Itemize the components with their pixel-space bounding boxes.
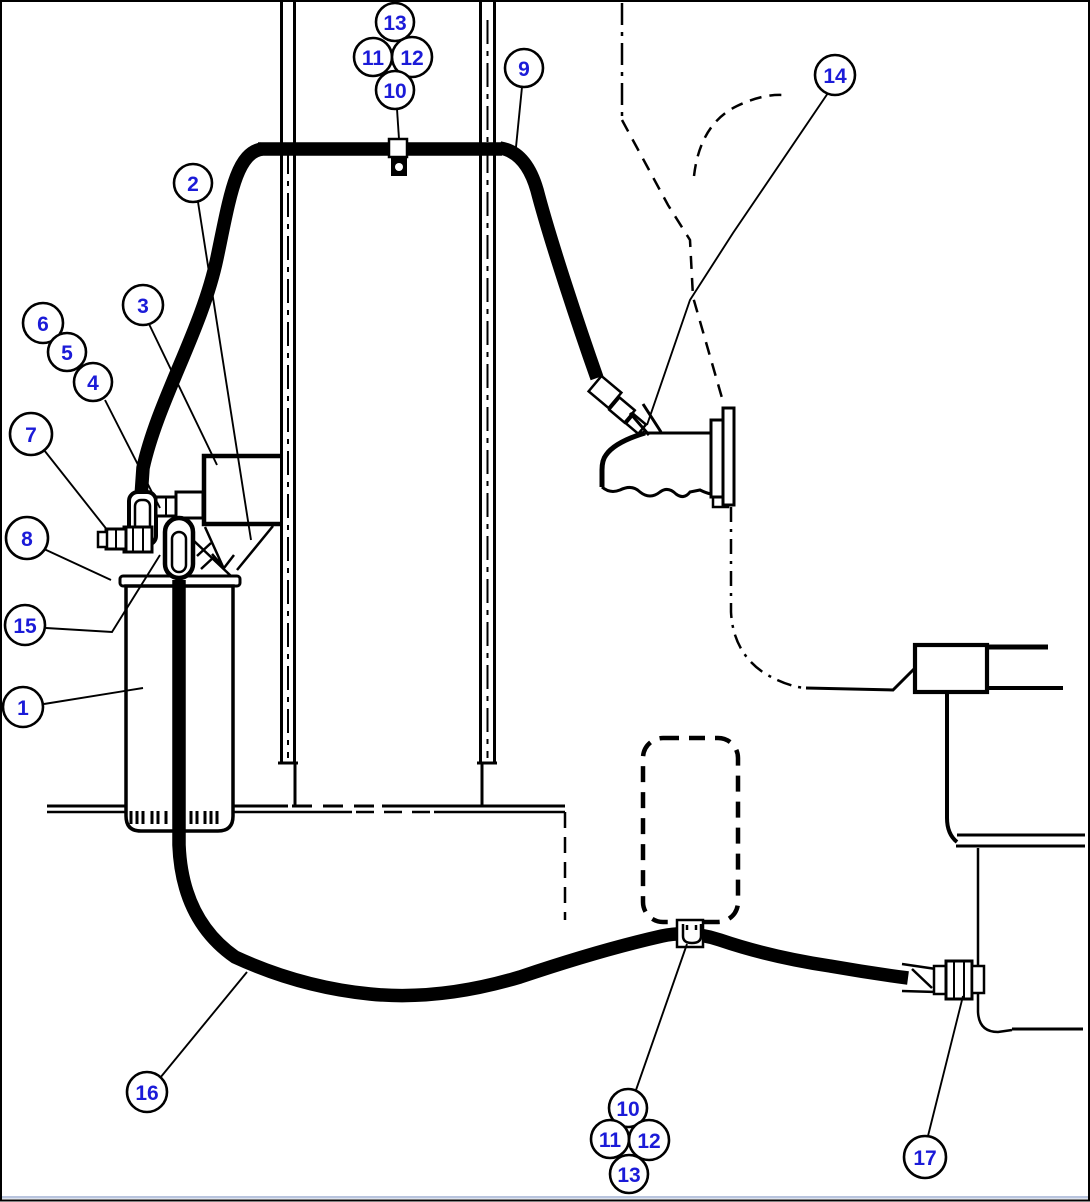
- deck-line: [47, 804, 567, 920]
- hose-lower: [172, 580, 909, 1003]
- svg-text:5: 5: [61, 342, 73, 365]
- hub-spout: [599, 403, 712, 499]
- svg-text:13: 13: [617, 1164, 640, 1187]
- dashed-access-panel: [640, 735, 741, 925]
- svg-text:4: 4: [87, 372, 99, 395]
- callout-14[interactable]: 14: [813, 53, 857, 97]
- svg-text:8: 8: [21, 528, 33, 551]
- hose-clamp-bottom: [675, 918, 705, 949]
- svg-text:14: 14: [823, 65, 847, 88]
- hose-end-fitting-lower: [901, 959, 986, 1001]
- hex-nut: [122, 525, 154, 554]
- axle-hub-flange: [709, 406, 736, 509]
- svg-text:7: 7: [25, 424, 37, 447]
- callout-1[interactable]: 1: [1, 685, 45, 729]
- svg-text:6: 6: [37, 313, 49, 336]
- callout-15[interactable]: 15: [3, 603, 47, 647]
- callout-5[interactable]: 5: [46, 331, 88, 373]
- fender-dashed-outline: [620, 3, 807, 690]
- svg-text:11: 11: [599, 1129, 622, 1152]
- callout-13-top[interactable]: 13: [374, 1, 416, 43]
- svg-text:12: 12: [400, 47, 423, 70]
- callout-10-top[interactable]: 10: [374, 69, 416, 111]
- svg-text:12: 12: [637, 1130, 660, 1153]
- callout-2[interactable]: 2: [172, 162, 214, 204]
- callout-11-top[interactable]: 11: [352, 36, 394, 78]
- hose-upper: [134, 141, 604, 498]
- svg-text:10: 10: [383, 80, 406, 103]
- filter-crimp-ticks: [129, 811, 219, 824]
- column-left: [278, 0, 298, 807]
- callout-7[interactable]: 7: [8, 411, 54, 457]
- bottom-edge-line: [2, 1196, 1088, 1199]
- svg-text:11: 11: [362, 47, 385, 70]
- tee-block: [174, 490, 205, 520]
- callout-17[interactable]: 17: [902, 1134, 948, 1180]
- callout-11-bottom[interactable]: 11: [589, 1118, 631, 1160]
- callout-4[interactable]: 4: [72, 361, 114, 403]
- hose-end-fitting-upper: [586, 374, 648, 436]
- callout-13-bottom[interactable]: 13: [608, 1153, 650, 1195]
- frame-bracket-right: [805, 642, 1085, 1034]
- filter-head-fittings: [96, 490, 205, 581]
- callout-10-bottom[interactable]: 10: [607, 1087, 649, 1129]
- column-right: [477, 0, 497, 807]
- callout-3[interactable]: 3: [121, 283, 165, 327]
- svg-text:1: 1: [17, 697, 29, 720]
- svg-text:13: 13: [383, 12, 406, 35]
- mounting-box: [192, 453, 282, 577]
- hose-clamp-top: [387, 137, 409, 176]
- svg-text:2: 2: [187, 173, 199, 196]
- callout-6[interactable]: 6: [21, 301, 65, 345]
- svg-text:16: 16: [135, 1082, 158, 1105]
- leader-lines: [43, 86, 964, 1137]
- svg-text:17: 17: [913, 1147, 936, 1170]
- svg-text:15: 15: [13, 615, 37, 638]
- svg-text:3: 3: [137, 295, 149, 318]
- svg-text:10: 10: [616, 1098, 639, 1121]
- callout-8[interactable]: 8: [4, 515, 50, 561]
- washer: [96, 530, 109, 549]
- svg-text:9: 9: [518, 58, 530, 81]
- callout-12-bottom[interactable]: 12: [627, 1118, 671, 1162]
- callout-12-top[interactable]: 12: [390, 35, 434, 79]
- callout-16[interactable]: 16: [125, 1070, 169, 1114]
- callout-9[interactable]: 9: [503, 47, 545, 89]
